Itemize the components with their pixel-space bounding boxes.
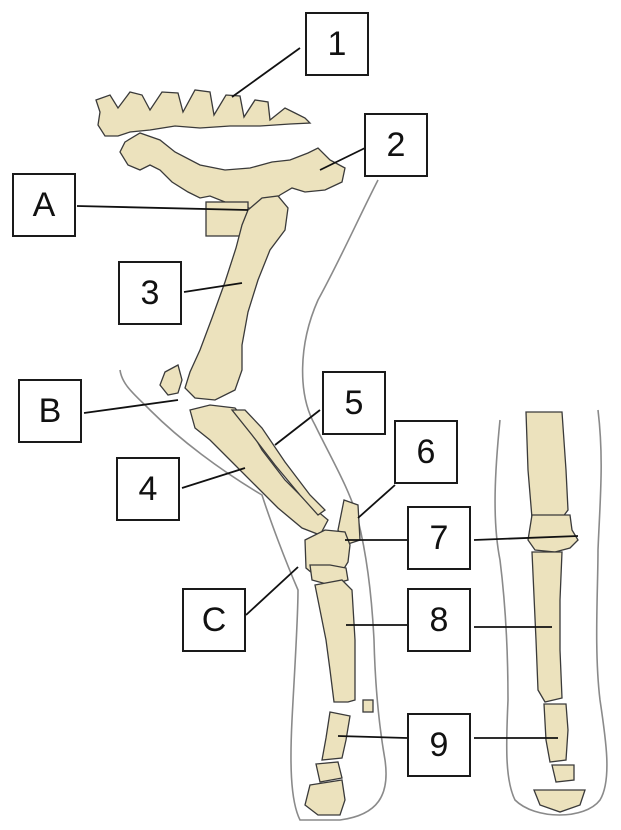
skin-outline-front-view	[494, 409, 608, 816]
label-box-5: 5	[322, 371, 386, 435]
label-box-4: 4	[116, 457, 180, 521]
leader-b	[83, 399, 179, 414]
skin-outline-side-view	[119, 179, 387, 821]
label-box-1: 1	[305, 12, 369, 76]
label-box-6: 6	[394, 420, 458, 484]
leader-7b	[473, 535, 579, 541]
label-box-7: 7	[407, 506, 471, 570]
leader-c	[245, 566, 299, 616]
phalanx-bones-side	[304, 699, 374, 816]
spine-bones	[95, 89, 312, 137]
leader-2	[319, 147, 366, 171]
leader-a	[76, 205, 249, 211]
leader-4	[181, 467, 246, 489]
fibula-bone	[230, 409, 327, 516]
label-box-2: 2	[364, 113, 428, 177]
label-box-c: C	[182, 588, 246, 652]
leader-lines	[76, 47, 579, 739]
leader-9a	[337, 735, 408, 739]
label-box-b: B	[18, 379, 82, 443]
leader-3	[183, 282, 243, 293]
leader-6	[357, 484, 396, 519]
leader-1	[231, 47, 301, 98]
label-box-8: 8	[407, 588, 471, 652]
patella-bone	[159, 364, 183, 396]
leader-5	[274, 409, 321, 446]
tarsal-bones-side	[304, 529, 351, 586]
label-box-a: A	[12, 173, 76, 237]
scapula-bone	[119, 132, 346, 211]
metatarsal-bone-side	[314, 579, 356, 703]
front-view-bones	[525, 411, 586, 813]
label-box-3: 3	[118, 261, 182, 325]
label-box-9: 9	[407, 713, 471, 777]
femur-bone	[184, 195, 289, 401]
